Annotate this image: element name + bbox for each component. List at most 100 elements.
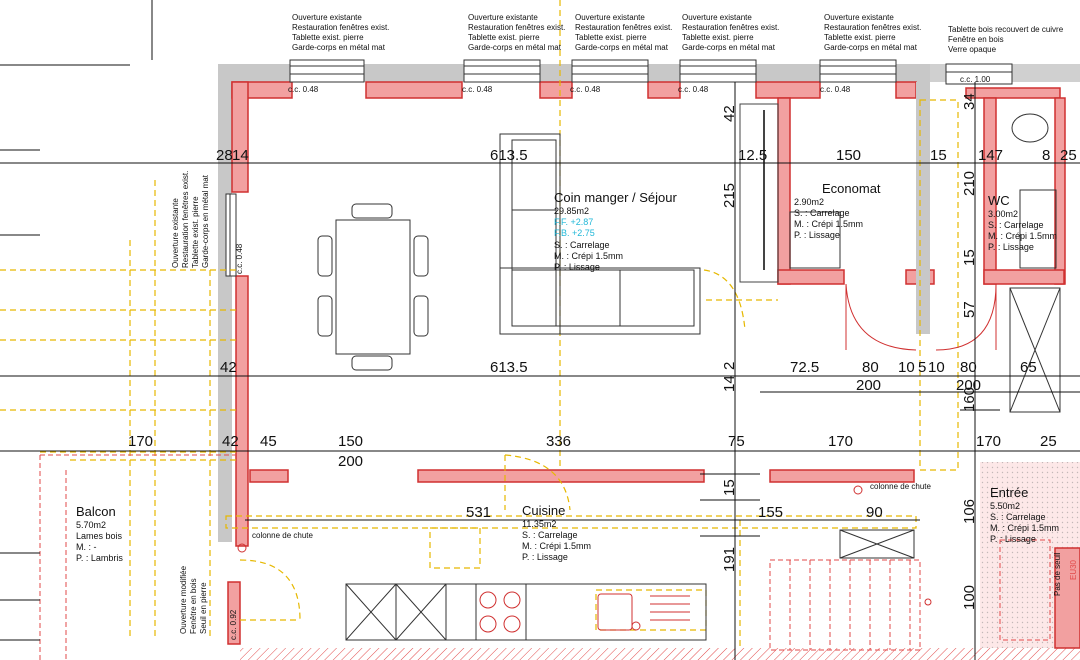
room-wall-wc: M. : Crépi 1.5mm [988,231,1057,241]
dim-label: 613.5 [490,359,528,376]
note-line: Seuil en pierre [199,582,208,634]
room-ceiling-wc: P. : Lissage [988,242,1034,252]
note-line: Verre opaque [948,45,997,54]
note-line: Restauration fenêtres exist. [824,23,921,32]
dimension-labels: 28 14 613.5 12.5 150 15 147 8 25 42 215 … [128,93,1077,610]
dim-label: 531 [466,504,491,521]
dim-label: 150 [836,147,861,164]
dim-label: 5 [918,359,926,376]
dim-label: 215 [721,183,738,208]
room-wall-entree: M. : Crépi 1.5mm [990,523,1059,533]
cc-label: c.c. 0.48 [570,85,601,94]
note-line: Garde-corps en métal mat [682,43,776,52]
note-line: Tablette exist. pierre [191,196,200,268]
dim-label: 75 [728,433,745,450]
top-windows [225,59,1013,277]
room-floor-balcon: Lames bois [76,531,123,541]
dim-label: 57 [961,301,978,318]
note-line: Garde-corps en métal mat [468,43,562,52]
dim-label: 210 [961,171,978,196]
room-floor-wc: S. : Carrelage [988,220,1044,230]
room-area-economat: 2.90m2 [794,197,824,207]
room-wall-cuisine: M. : Crépi 1.5mm [522,541,591,551]
cc-label: c.c. 0.48 [288,85,319,94]
room-name-entree: Entrée [990,485,1028,500]
exterior-walls [218,64,1080,660]
room-wall-sejour: M. : Crépi 1.5mm [554,251,623,261]
note-line: Fenêtre en bois [948,35,1004,44]
room-name-economat: Economat [822,181,881,196]
note-line: Ouverture existante [468,13,538,22]
note-line: Tablette exist. pierre [468,33,540,42]
eu-label: EU30 [1069,559,1078,580]
dim-label: 106 [961,499,978,524]
room-floor-cuisine: S. : Carrelage [522,530,578,540]
room-labels: Coin manger / Séjour 29.85m2 F.F. +2.87 … [76,181,1059,563]
note-line: Tablette exist. pierre [575,33,647,42]
dim-label: 72.5 [790,359,819,376]
cc-label: c.c. 0.92 [229,609,238,640]
dim-label: 191 [721,547,738,572]
room-area-sejour: 29.85m2 [554,206,589,216]
dim-label: 160 [961,387,978,412]
room-area-cuisine: 11.35m2 [522,519,556,529]
room-ceiling-cuisine: P. : Lissage [522,552,568,562]
note-line: Tablette exist. pierre [292,33,364,42]
dim-label: 25 [1060,147,1077,164]
dim-label: 80 [960,359,977,376]
note-line: Ouverture existante [575,13,645,22]
room-ceiling-sejour: P. : Lissage [554,262,600,272]
dim-label: 170 [128,433,153,450]
room-name-sejour: Coin manger / Séjour [554,190,678,205]
note-line: Ouverture existante [292,13,362,22]
room-ceiling-economat: P. : Lissage [794,230,840,240]
room-ceiling-balcon: P. : Lambris [76,553,123,563]
note-line: Tablette exist. pierre [682,33,754,42]
room-name-balcon: Balcon [76,504,116,519]
dim-label: 65 [1020,359,1037,376]
dim-label: 336 [546,433,571,450]
cc-label: c.c. 0.48 [820,85,851,94]
dim-label: 8 [1042,147,1050,164]
room-ff-sejour: F.F. +2.87 [554,217,593,227]
room-fb-sejour: F.B. +2.75 [554,228,595,238]
note-line: Tablette bois recouvert de cuivre [948,25,1064,34]
note-line: Ouverture existante [171,198,180,268]
furniture [317,113,1061,559]
note-line: Restauration fenêtres exist. [468,23,565,32]
dim-label: 28 [216,147,233,164]
dim-label: 200 [338,453,363,470]
dim-label: 200 [956,377,981,394]
dim-label: 80 [862,359,879,376]
dim-label: 14 [721,375,738,392]
colonne-label: colonne de chute [252,531,313,540]
note-line: Ouverture existante [682,13,752,22]
room-floor-sejour: S. : Carrelage [554,240,610,250]
note-line: Restauration fenêtres exist. [181,171,190,268]
room-area-balcon: 5.70m2 [76,520,106,530]
room-name-cuisine: Cuisine [522,503,565,518]
cc-label: c.c. 0.48 [235,243,244,274]
note-line: Garde-corps en métal mat [201,174,210,268]
note-line: Tablette exist. pierre [824,33,896,42]
colonne-label: colonne de chute [870,482,931,491]
dim-label: 25 [1040,433,1057,450]
dim-label: 42 [222,433,239,450]
dim-label: 12.5 [738,147,767,164]
room-wall-economat: M. : Crépi 1.5mm [794,219,863,229]
note-line: Fenêtre en bois [189,578,198,634]
dim-label: 147 [978,147,1003,164]
window-notes: Ouverture existante Restauration fenêtre… [171,13,1078,640]
dim-label: 200 [856,377,881,394]
room-name-wc: WC [988,193,1010,208]
note-line: Ouverture modifiée [179,565,188,634]
cc-label: c.c. 0.48 [678,85,709,94]
dim-label: 15 [961,249,978,266]
dim-label: 10 [898,359,915,376]
dim-label: 34 [961,93,978,110]
red-walls [227,81,1080,649]
dim-label: 10 [928,359,945,376]
dim-label: 90 [866,504,883,521]
room-area-entree: 5.50m2 [990,501,1020,511]
